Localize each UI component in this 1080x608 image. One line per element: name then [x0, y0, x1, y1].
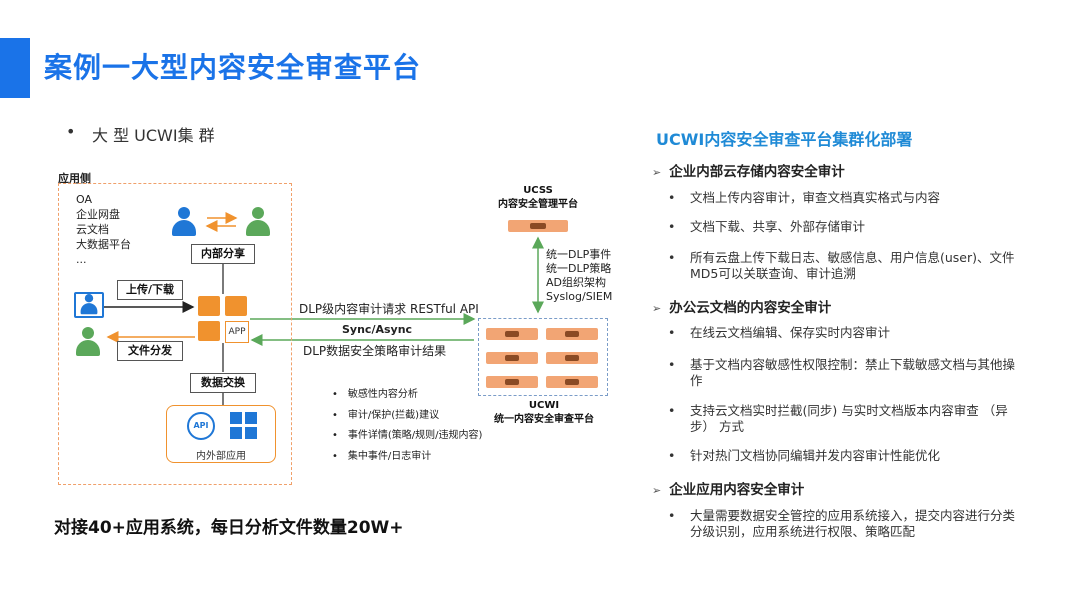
section-item: 针对热门文档协同编辑并发内容审计性能优化: [668, 448, 1020, 464]
feature-item: 敏感性内容分析: [332, 385, 482, 406]
section-item: 支持云文档实时拦截(同步) 与实时文档版本内容审查 （异步） 方式: [668, 403, 1020, 435]
ucwi-server-icon: [486, 376, 538, 388]
result-label: DLP数据安全策略审计结果: [303, 344, 447, 358]
bottom-stat: 对接40+应用系统，每日分析文件数量20W+: [54, 518, 404, 538]
subtitle-bullet: 大 型 UCWI集 群: [66, 122, 215, 146]
windows-icon: [245, 412, 257, 424]
feature-item: 事件详情(策略/规则/违规内容): [332, 426, 483, 447]
ucwi-label: UCWI 统一内容安全审查平台: [476, 399, 612, 427]
section-title: 办公云文档的内容安全审计: [652, 296, 831, 316]
app-grid-square: [198, 296, 220, 316]
right-heading: UCWI内容安全审查平台集群化部署: [656, 130, 913, 149]
user-green-icon: [74, 327, 102, 357]
file-distribution-label: 文件分发: [117, 341, 183, 361]
upload-download-label: 上传/下载: [117, 280, 183, 300]
app-item: 企业网盘: [76, 208, 120, 221]
app-item: 大数据平台: [76, 238, 131, 251]
sync-label: Sync/Async: [342, 323, 413, 336]
section-item: 文档上传内容审计，审查文档真实格式与内容: [668, 190, 1020, 206]
user-blue-icon: [170, 207, 198, 237]
feature-list: 敏感性内容分析 审计/保护(拦截)建议 事件详情(策略/规则/违规内容) 集中事…: [332, 385, 483, 468]
ucss-server-icon: [508, 220, 568, 232]
section-item: 文档下载、共享、外部存储审计: [668, 219, 1020, 235]
page-title: 案例一大型内容安全审查平台: [44, 51, 422, 84]
feature-item: 审计/保护(拦截)建议: [332, 406, 482, 427]
ucwi-name: UCWI: [528, 400, 560, 411]
ucss-desc: 内容安全管理平台: [498, 199, 578, 210]
app-list: OA 企业网盘 云文档 大数据平台 ...: [76, 192, 131, 267]
section-title: 企业内部云存储内容安全审计: [652, 160, 845, 180]
inner-outer-app-label: 内外部应用: [196, 451, 246, 462]
user-green-icon: [244, 207, 272, 237]
ucwi-server-icon: [546, 328, 598, 340]
ucss-name: UCSS: [523, 185, 553, 196]
ucwi-cluster-box: [478, 318, 608, 396]
section-title: 企业应用内容安全审计: [652, 478, 804, 498]
data-exchange-label: 数据交换: [190, 373, 256, 393]
section-item: 基于文档内容敏感性权限控制：禁止下载敏感文档与其他操作: [668, 357, 1020, 389]
internal-share-label: 内部分享: [191, 244, 255, 264]
app-side-label: 应用侧: [58, 172, 91, 185]
monitor-user-icon: [74, 292, 104, 318]
app-item: ...: [76, 253, 87, 266]
ucwi-server-icon: [486, 352, 538, 364]
user-blue-icon: [79, 294, 99, 315]
title-accent-bar: [0, 38, 30, 98]
api-icon: API: [187, 412, 215, 440]
ucss-label: UCSS 内容安全管理平台: [480, 184, 596, 212]
request-label: DLP级内容审计请求 RESTful API: [299, 302, 479, 316]
section-item: 在线云文档编辑、保存实时内容审计: [668, 325, 1020, 341]
dlp-event-item: AD组织架构: [546, 276, 606, 289]
app-side-container: [58, 183, 292, 485]
section-item: 所有云盘上传下载日志、敏感信息、用户信息(user)、文件MD5可以关联查询、审…: [668, 250, 1020, 282]
ucwi-server-icon: [546, 376, 598, 388]
windows-icon: [245, 427, 257, 439]
feature-item: 集中事件/日志审计: [332, 447, 482, 468]
ucwi-server-icon: [546, 352, 598, 364]
app-grid-square: [198, 321, 220, 341]
ucwi-server-icon: [486, 328, 538, 340]
inner-outer-app-box: [166, 405, 276, 463]
dlp-events: 统一DLP事件 统一DLP策略 AD组织架构 Syslog/SIEM: [546, 248, 612, 304]
app-item: 云文档: [76, 223, 109, 236]
section-item: 大量需要数据安全管控的应用系统接入，提交内容进行分类分级识别，应用系统进行权限、…: [668, 508, 1020, 540]
dlp-event-item: 统一DLP策略: [546, 262, 612, 275]
dlp-event-item: 统一DLP事件: [546, 248, 612, 261]
windows-icon: [230, 427, 242, 439]
dlp-event-item: Syslog/SIEM: [546, 290, 613, 303]
ucwi-desc: 统一内容安全审查平台: [494, 414, 594, 425]
app-grid-square: [225, 296, 247, 316]
windows-icon: [230, 412, 242, 424]
app-item: OA: [76, 193, 92, 206]
subtitle-text: 大 型 UCWI集 群: [92, 126, 215, 145]
app-square: APP: [225, 321, 249, 343]
